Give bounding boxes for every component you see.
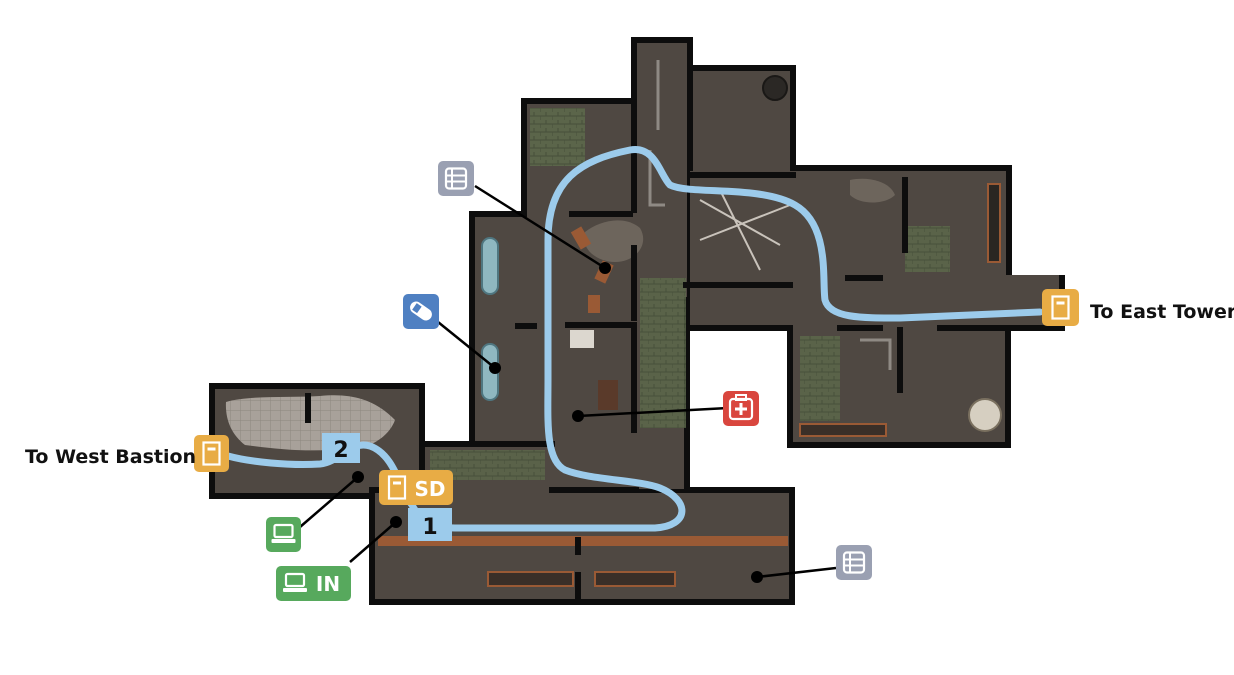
security-door-marker[interactable]: SD (379, 470, 453, 505)
terminal-marker[interactable] (266, 517, 301, 552)
svg-text:SD: SD (414, 477, 445, 501)
log-marker-north[interactable] (438, 161, 474, 196)
svg-text:1: 1 (422, 515, 437, 540)
route-path (224, 146, 1044, 532)
callout-lines (299, 184, 837, 579)
step-marker-1: 1 (408, 508, 452, 541)
ammo-icon (410, 301, 432, 321)
west-exit-door[interactable] (194, 435, 229, 472)
svg-text:2: 2 (333, 438, 348, 463)
svg-text:IN: IN (316, 572, 340, 596)
log-marker-south[interactable] (836, 545, 872, 580)
callout-dots (352, 262, 763, 583)
west-exit-label: To West Bastion (25, 446, 196, 468)
inner-walls (305, 157, 1011, 601)
medkit-marker[interactable] (723, 391, 759, 426)
floor-fill-merge (375, 43, 1059, 599)
medkit-icon (728, 394, 754, 421)
step-marker-2: 2 (322, 433, 360, 463)
east-exit-door[interactable] (1042, 289, 1079, 326)
east-exit-label: To East Tower (1090, 301, 1234, 323)
intel-terminal-marker[interactable]: IN (276, 566, 351, 601)
ammo-marker[interactable] (403, 294, 439, 329)
